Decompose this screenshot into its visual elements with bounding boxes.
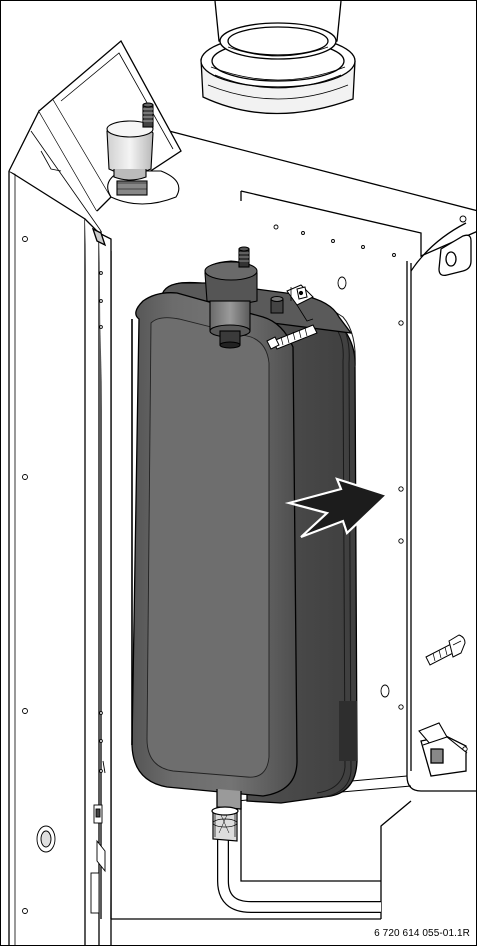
pipe-union (211, 806, 381, 913)
fixing-screw (266, 304, 318, 350)
upper-air-vent (106, 102, 180, 205)
rear-frame-holes (273, 215, 468, 752)
lower-bracket (418, 722, 468, 754)
automatic-air-vent (204, 246, 258, 349)
tank-valve (270, 284, 314, 314)
reference-code: 6 720 614 055-01.1R (374, 928, 470, 939)
expansion-vessel (131, 281, 358, 810)
side-panel-holes (22, 236, 106, 914)
flue-connector (200, 1, 356, 115)
side-panel (1, 39, 182, 945)
removal-arrow (284, 477, 390, 539)
loose-screw (425, 634, 466, 666)
